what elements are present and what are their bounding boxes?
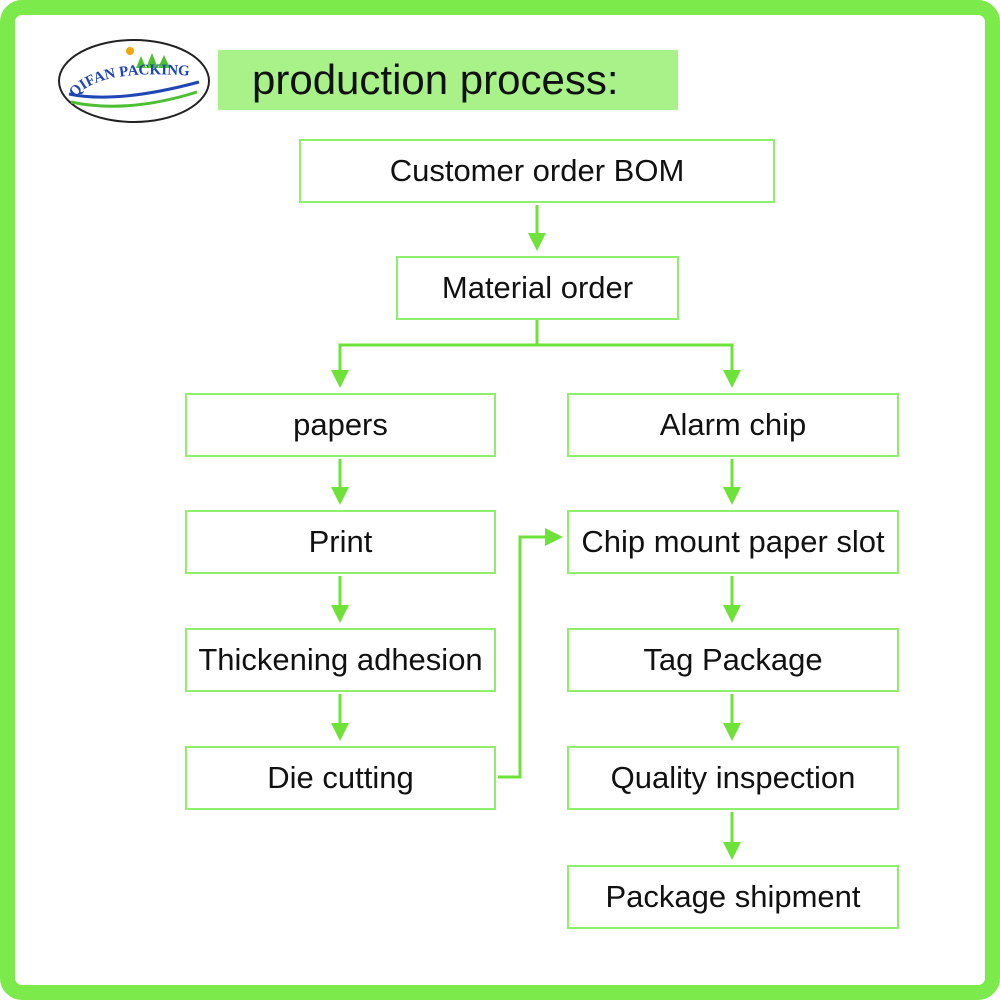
step-package-shipment: Package shipment [567, 865, 899, 929]
step-tag-package: Tag Package [567, 628, 899, 692]
step-print: Print [185, 510, 496, 574]
title-band [218, 50, 678, 110]
step-alarm-chip: Alarm chip [567, 393, 899, 457]
page-title: production process: [252, 56, 619, 103]
step-chip-mount-paper-slot: Chip mount paper slot [567, 510, 899, 574]
step-papers: papers [185, 393, 496, 457]
step-material-order: Material order [396, 256, 679, 320]
step-quality-inspection: Quality inspection [567, 746, 899, 810]
step-thickening-adhesion: Thickening adhesion [185, 628, 496, 692]
step-die-cutting: Die cutting [185, 746, 496, 810]
arrow-material-split [338, 320, 539, 385]
step-customer-order-bom: Customer order BOM [299, 139, 775, 203]
arrow-die-to-chip-mount [498, 528, 563, 779]
qifan-packing-logo: QIFAN PACKING [58, 39, 210, 123]
